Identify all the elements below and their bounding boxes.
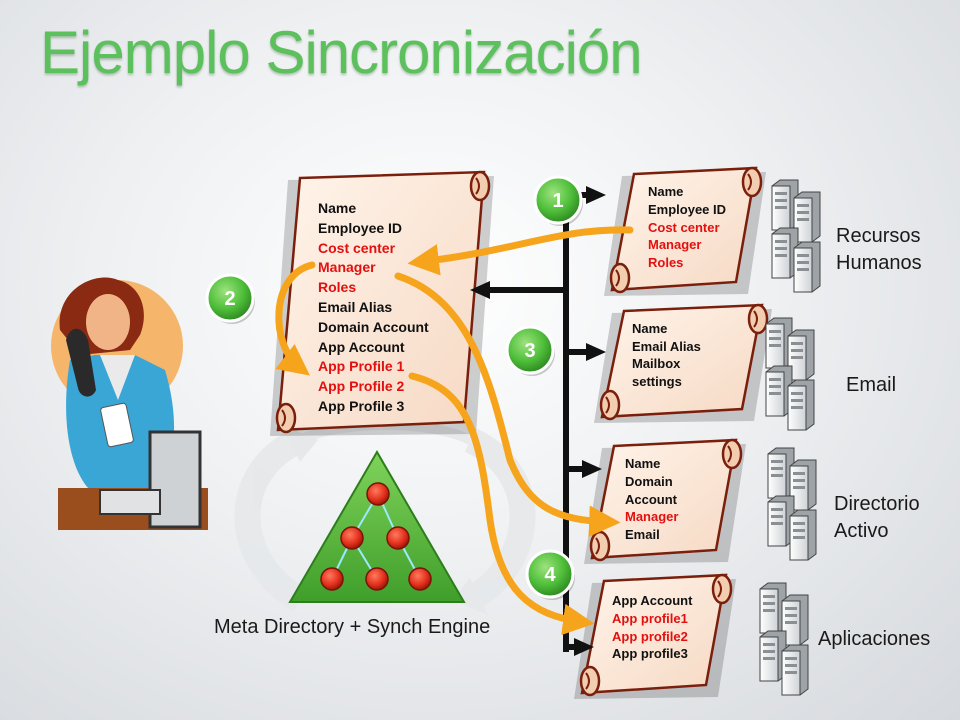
system-1-field: settings bbox=[632, 373, 682, 389]
network-node bbox=[365, 567, 389, 591]
step-number: 4 bbox=[544, 564, 556, 586]
step-number: 1 bbox=[552, 190, 563, 212]
system-2-field: Manager bbox=[625, 509, 679, 525]
system-label-line: Directorio bbox=[834, 493, 920, 515]
flow-arrow-manager-to-ad bbox=[394, 272, 621, 537]
system-3-field: App Account bbox=[612, 593, 693, 608]
person-on-phone-icon bbox=[51, 277, 208, 530]
system-0-field: Manager bbox=[648, 237, 702, 253]
server-stack-icon bbox=[771, 179, 821, 293]
step-badge-4: 4 bbox=[525, 549, 575, 600]
metaverse-field: App Profile 2 bbox=[318, 378, 405, 395]
metaverse-field: App Profile 1 bbox=[318, 358, 405, 375]
metaverse-scroll bbox=[270, 170, 494, 436]
system-3-field: App profile3 bbox=[612, 646, 688, 662]
metaverse-field: Domain Account bbox=[318, 318, 429, 335]
system-2-field: Email bbox=[625, 527, 660, 543]
flow-arrow-manager-to-profile bbox=[275, 261, 316, 376]
scrolls-layer bbox=[270, 166, 772, 699]
system-2-field: Account bbox=[625, 491, 677, 507]
system-label-line: Aplicaciones bbox=[818, 628, 931, 650]
email-scroll bbox=[594, 303, 772, 423]
flow-arrow-hr-to-metaverse bbox=[407, 226, 634, 276]
ad-scroll bbox=[584, 438, 746, 564]
system-3-field: App profile2 bbox=[612, 628, 688, 644]
step-number: 3 bbox=[524, 340, 535, 362]
flow-arrows bbox=[275, 226, 634, 636]
system-0-field: Cost center bbox=[648, 219, 720, 235]
system-1-field: Mailbox bbox=[632, 356, 681, 371]
cycle-arrowheads bbox=[282, 425, 488, 615]
hr-scroll bbox=[604, 166, 766, 296]
system-label-line: Humanos bbox=[836, 252, 922, 274]
system-2-field: Name bbox=[625, 456, 661, 471]
system-0-field: Employee ID bbox=[648, 201, 727, 217]
step-badges: 1 2 3 4 bbox=[205, 175, 583, 600]
system-label-email: Email bbox=[846, 372, 896, 399]
server-stack-icon bbox=[765, 317, 815, 431]
system-0-field: Name bbox=[648, 184, 684, 199]
server-stack-icon bbox=[767, 447, 817, 561]
network-node bbox=[366, 482, 390, 506]
system-label-apps: Aplicaciones bbox=[818, 626, 930, 653]
metaverse-field: Email Alias bbox=[318, 298, 393, 315]
system-1-field: Name bbox=[632, 321, 668, 336]
step-badge-2: 2 bbox=[205, 273, 255, 324]
network-node bbox=[386, 526, 410, 550]
system-2-field: Domain bbox=[625, 473, 673, 489]
network-node bbox=[408, 567, 432, 591]
servers-layer bbox=[759, 179, 821, 696]
flow-arrow-profile-to-apps bbox=[408, 372, 595, 636]
network-node bbox=[320, 567, 344, 591]
system-label-line: Email bbox=[846, 374, 897, 396]
slide-title: Ejemplo Sincronización bbox=[40, 19, 643, 86]
metaverse-field: Name bbox=[318, 200, 357, 216]
metaverse-field: App Account bbox=[318, 338, 405, 355]
network-node bbox=[340, 526, 364, 550]
step-badge-1: 1 bbox=[533, 175, 583, 226]
metaverse-field: Employee ID bbox=[318, 219, 403, 236]
system-label-line: Activo bbox=[834, 520, 889, 542]
step-number: 2 bbox=[224, 288, 235, 310]
system-3-field: App profile1 bbox=[612, 610, 688, 626]
system-1-field: Email Alias bbox=[632, 338, 701, 354]
server-stack-icon bbox=[759, 582, 809, 696]
system-label-line: Recursos bbox=[836, 225, 921, 247]
metaverse-field: App Profile 3 bbox=[318, 397, 405, 414]
metaverse-field: Cost center bbox=[318, 239, 396, 256]
triangle-network-icon bbox=[288, 450, 466, 603]
apps-scroll bbox=[574, 573, 736, 699]
metaverse-field: Roles bbox=[318, 279, 357, 296]
metaverse-field: Manager bbox=[318, 259, 376, 276]
system-0-field: Roles bbox=[648, 255, 684, 271]
step-badge-3: 3 bbox=[505, 325, 555, 376]
engine-label: Meta Directory + Synch Engine bbox=[214, 616, 491, 638]
